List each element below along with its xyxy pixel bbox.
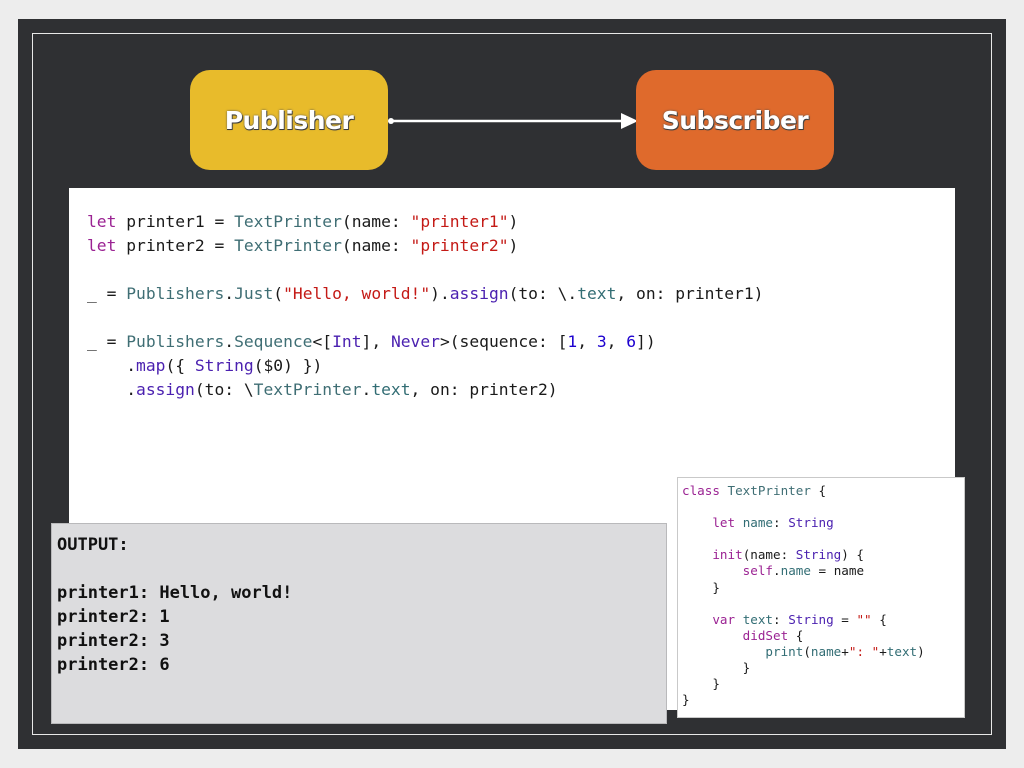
publisher-label: Publisher: [224, 105, 354, 135]
class-code-block: class TextPrinter { let name: String ini…: [682, 483, 925, 708]
output-line: printer2: 6: [57, 655, 170, 675]
class-line: print(name+": "+text): [765, 643, 925, 659]
class-line: init(name: String) {: [712, 547, 865, 563]
class-line: didSet {: [742, 627, 804, 643]
class-line: class TextPrinter {: [682, 483, 827, 498]
output-panel: OUTPUT: printer1: Hello, world! printer2…: [51, 523, 667, 724]
class-line: let name: String: [712, 515, 834, 531]
class-line: }: [682, 579, 720, 595]
class-line: var text: String = "" {: [712, 611, 887, 627]
output-text: OUTPUT: printer1: Hello, world! printer2…: [57, 533, 292, 677]
code-line-3: _ = Publishers.Just("Hello, world!").ass…: [87, 284, 764, 303]
main-code-block: let printer1 = TextPrinter(name: "printe…: [87, 210, 763, 402]
class-line: }: [682, 660, 751, 676]
output-line: printer2: 1: [57, 607, 170, 627]
code-line-6: .assign(to: \TextPrinter.text, on: print…: [87, 380, 558, 399]
output-line: printer1: Hello, world!: [57, 583, 293, 603]
subscriber-node: Subscriber: [636, 70, 834, 170]
code-line-5: .map({ String($0) }): [87, 356, 323, 375]
output-line: printer2: 3: [57, 631, 170, 651]
output-heading: OUTPUT:: [57, 535, 129, 555]
class-line: }: [682, 676, 720, 692]
publisher-node: Publisher: [190, 70, 388, 170]
chalkboard-frame: [32, 33, 992, 735]
code-line-1: let printer1 = TextPrinter(name: "printe…: [87, 212, 519, 231]
code-line-4: _ = Publishers.Sequence<[Int], Never>(se…: [87, 332, 656, 351]
publisher-to-subscriber-arrow-icon: [388, 113, 638, 129]
subscriber-label: Subscriber: [661, 105, 809, 135]
class-definition-panel: class TextPrinter { let name: String ini…: [677, 477, 965, 718]
code-line-2: let printer2 = TextPrinter(name: "printe…: [87, 236, 519, 255]
class-line: self.name = name: [742, 563, 865, 579]
class-line: }: [682, 692, 690, 708]
